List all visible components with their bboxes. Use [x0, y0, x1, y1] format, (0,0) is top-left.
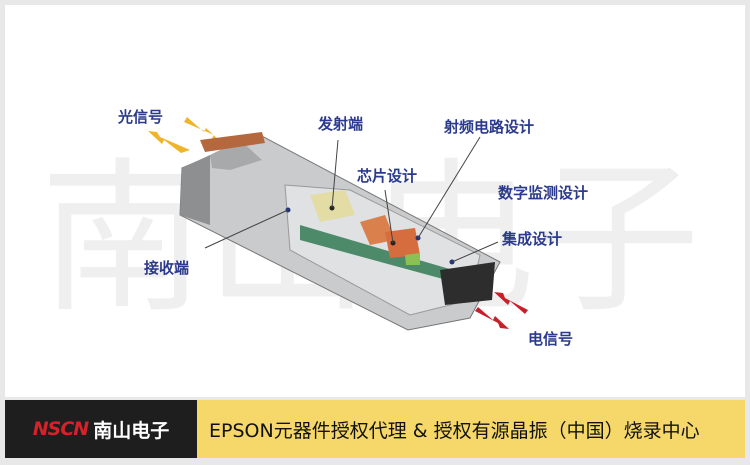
label-receiver: 接收端 [144, 259, 190, 277]
label-rf-circuit-design: 射频电路设计 [444, 118, 535, 136]
slogan: EPSON元器件授权代理 & 授权有源晶振（中国）烧录中心 [197, 400, 745, 458]
optical-arrow-in [148, 131, 190, 153]
label-electrical-signal: 电信号 [528, 330, 574, 348]
footer-banner: NSCN 南山电子 EPSON元器件授权代理 & 授权有源晶振（中国）烧录中心 [5, 400, 745, 458]
optical-arrow-out [184, 117, 220, 141]
electrical-signal-arrows [475, 292, 528, 329]
optical-signal-arrows [148, 117, 220, 153]
logo-mark: NSCN [32, 418, 89, 440]
logo-name: 南山电子 [93, 419, 170, 442]
label-transmitter: 发射端 [318, 115, 364, 133]
electrical-arrow-out [475, 307, 509, 329]
brand-logo: NSCN 南山电子 [5, 400, 197, 458]
leader-lines [204, 136, 499, 263]
label-optical-signal: 光信号 [118, 108, 164, 126]
label-digital-monitoring-design: 数字监测设计 [498, 184, 589, 202]
label-chip-design: 芯片设计 [357, 167, 418, 185]
label-integration-design: 集成设计 [502, 230, 563, 248]
electrical-arrow-in [494, 292, 528, 314]
sfp-module-illustration [148, 117, 528, 331]
module-body [179, 132, 501, 331]
